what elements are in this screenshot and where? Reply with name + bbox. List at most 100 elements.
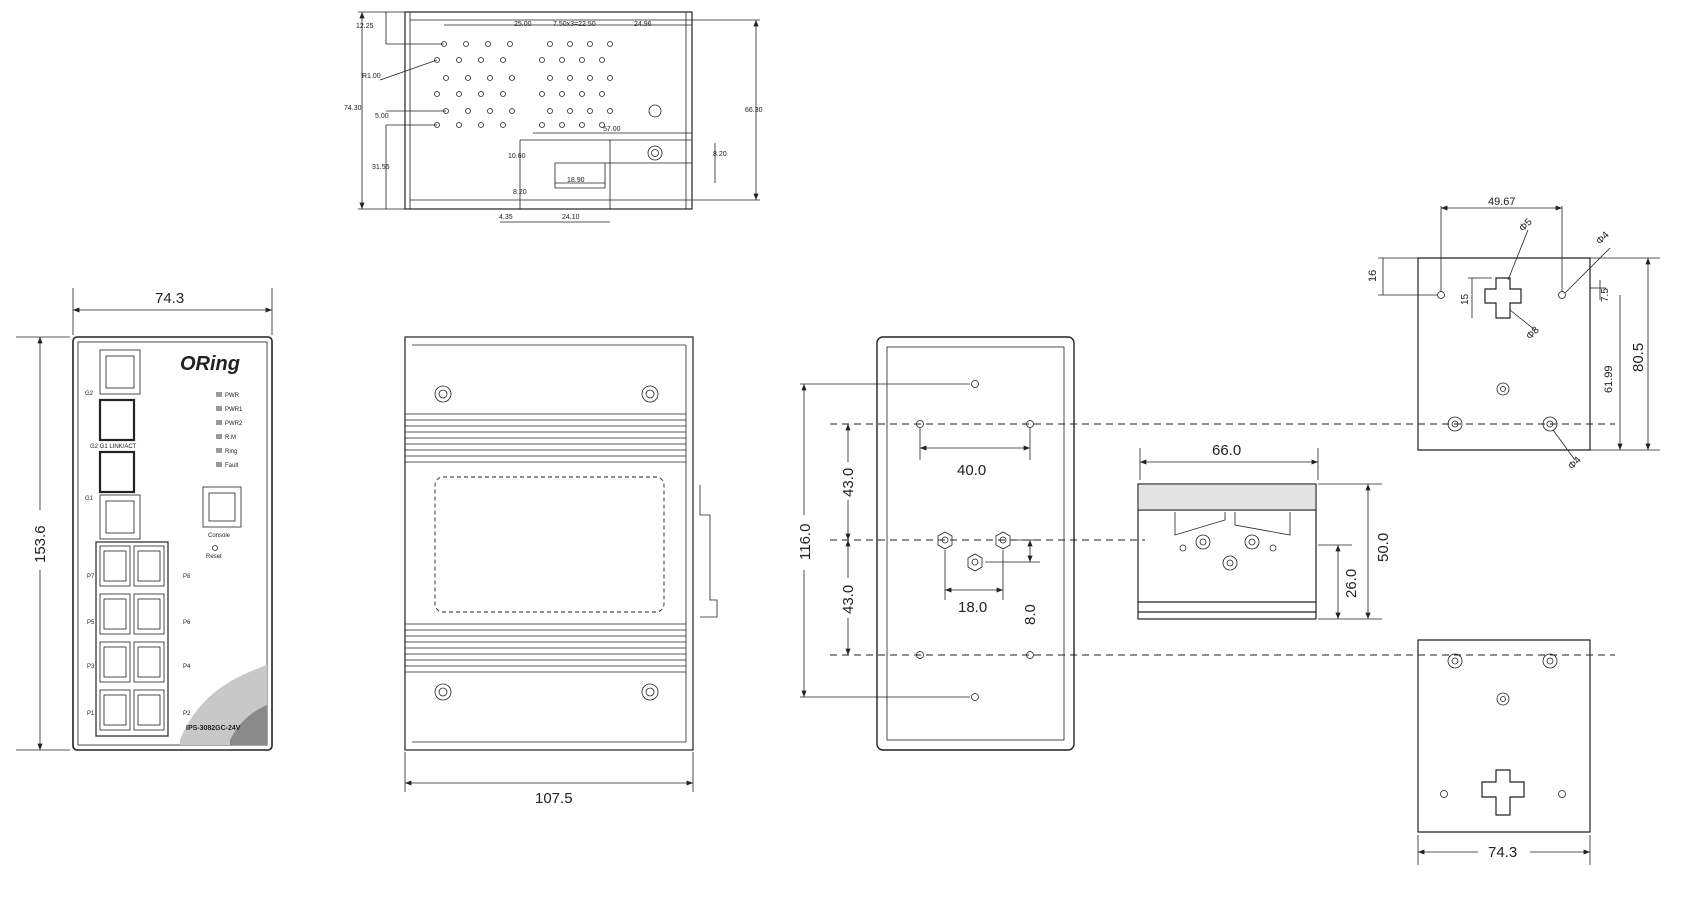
screw-hole-icon [1244, 534, 1260, 550]
rear-view: 116.0 43.0 43.0 40.0 18.0 8.0 [797, 336, 1075, 751]
led-label-rm: R.M [225, 435, 236, 441]
hex-nut-icon [995, 531, 1011, 550]
rj45-port-icon [99, 349, 141, 395]
dim-8-20-left: 8.20 [513, 189, 527, 196]
dim-4-35: 4.35 [499, 214, 513, 221]
dim-5-00: 5.00 [375, 113, 389, 120]
label-p3: P3 [87, 664, 95, 670]
label-link-act: G2 G1 LINK/ACT [90, 444, 137, 450]
dim-24-10: 24.10 [562, 214, 580, 221]
label-console: Console [208, 533, 231, 539]
rj45-port-icon [133, 593, 165, 635]
dim-16: 16 [1367, 270, 1379, 282]
screw-hole-icon [1542, 653, 1558, 669]
dim-8: 8.0 [1022, 604, 1039, 625]
label-g1: G1 [85, 496, 94, 502]
dim-r1-00: R1.00 [362, 73, 381, 80]
label-area [434, 476, 665, 613]
label-g2: G2 [85, 391, 94, 397]
keyhole-slot-icon [1481, 769, 1525, 816]
rj45-port-icon [133, 641, 165, 683]
side-view: 107.5 [404, 336, 718, 807]
dim-phi4-top: Φ4 [1594, 229, 1612, 247]
rear-view-outline [876, 336, 1075, 751]
wall-mount-bottom-outline [1417, 639, 1591, 833]
led-label-pwr: PWR [225, 393, 240, 399]
reset-button-icon [212, 545, 218, 551]
rj45-port-icon [133, 689, 165, 731]
label-p8: P8 [183, 574, 191, 580]
screw-hole-icon [1542, 416, 1558, 432]
dim-front-width: 74.3 [155, 290, 184, 307]
label-p4: P4 [183, 664, 191, 670]
label-p2: P2 [183, 711, 191, 717]
vent-hole-grid [434, 41, 613, 128]
dim-43-upper: 43.0 [840, 468, 857, 497]
screw-hole-icon [641, 683, 659, 701]
dim-57-00: 57.00 [603, 126, 621, 133]
rj45-port-icon [99, 689, 131, 731]
ethernet-port-block [95, 541, 169, 737]
top-view-outline [404, 11, 693, 210]
top-view: 12.25 25.00 7.50x3=22.50 24.96 R1.00 74.… [344, 11, 763, 223]
rj45-port-icon [99, 545, 131, 587]
screw-hole-icon [1558, 291, 1566, 299]
sfp-port-icon [98, 398, 136, 442]
hex-nut-icon [937, 531, 953, 550]
model-label: IPS-3082GC-24V [186, 725, 241, 732]
dim-phi8: Φ8 [1524, 324, 1542, 342]
led-label-pwr2: PWR2 [225, 421, 243, 427]
din-clip-profile [692, 348, 718, 745]
screw-hole-icon [1437, 291, 1445, 299]
keyhole-slot-icon [1484, 277, 1522, 319]
cooling-fins-top [405, 413, 686, 463]
screw-hole-icon [1447, 416, 1463, 432]
label-p5: P5 [87, 620, 95, 626]
dim-24-96: 24.96 [634, 21, 652, 28]
dim-26: 26.0 [1343, 569, 1360, 598]
dim-15: 15 [1460, 293, 1471, 305]
rj45-port-icon [99, 641, 131, 683]
dim-18: 18.0 [958, 599, 987, 616]
rj45-port-icon [99, 494, 141, 540]
wall-mount-bottom: 74.3 [1417, 639, 1591, 865]
dim-phi5: Φ5 [1517, 216, 1535, 234]
oring-logo: ORing [180, 353, 240, 375]
din-rail-bracket: 66.0 50.0 26.0 [1137, 442, 1392, 620]
screw-hole-icon [434, 683, 452, 701]
screw-hole-icon [1195, 534, 1211, 550]
screw-hole-icon [647, 145, 663, 161]
led-indicators [216, 392, 222, 467]
led-label-pwr1: PWR1 [225, 407, 243, 413]
dim-49-67: 49.67 [1488, 196, 1516, 208]
screw-hole-icon [971, 693, 979, 701]
dim-66-30: 66.30 [745, 107, 763, 114]
screw-hole-icon [1558, 790, 1566, 798]
front-view: ORing G2 G1 G2 G1 LINK/ACT PWR PWR1 PWR2… [16, 288, 273, 751]
rj45-port-icon [133, 545, 165, 587]
dim-12-25: 12.25 [356, 23, 374, 30]
dim-80-5: 80.5 [1630, 343, 1647, 372]
label-p1: P1 [87, 711, 95, 717]
dim-50: 50.0 [1375, 533, 1392, 562]
dim-8-20-right: 8.20 [713, 151, 727, 158]
dim-61-99: 61.99 [1603, 365, 1615, 393]
screw-hole-icon [434, 385, 452, 403]
dim-10-60: 10.60 [508, 153, 526, 160]
dim-18-90: 18.90 [567, 177, 585, 184]
led-label-fault: Fault [225, 463, 239, 469]
console-port-icon [202, 486, 242, 528]
wall-mount-top: 49.67 16 15 Φ5 Φ4 Φ8 7.5 61.99 80.5 Φ4 [1367, 196, 1660, 472]
screw-hole-icon [971, 380, 979, 388]
dim-bottom-width: 74.3 [1488, 844, 1517, 861]
led-label-ring: Ring [225, 449, 237, 455]
screw-hole-icon [641, 385, 659, 403]
dim-side-width: 107.5 [535, 790, 573, 807]
rj45-port-icon [99, 593, 131, 635]
wall-mount-top-outline [1417, 257, 1591, 451]
dim-7-5: 7.5 [1600, 288, 1611, 302]
cooling-fins-bottom [405, 623, 686, 673]
dim-phi4-bottom: Φ4 [1566, 454, 1584, 472]
